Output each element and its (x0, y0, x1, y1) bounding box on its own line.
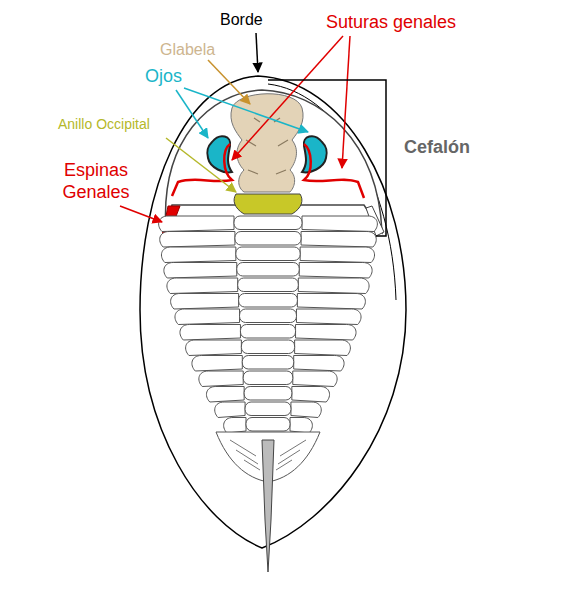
left-eye (207, 136, 232, 172)
pleura-right (296, 325, 357, 341)
axial-ring (243, 371, 293, 385)
axial-ring (245, 402, 291, 416)
pleura-left (167, 278, 238, 294)
axial-ring (234, 216, 302, 230)
pleura-right (295, 340, 351, 356)
pleura-left (206, 387, 244, 403)
part-label: Suturas genales (326, 12, 456, 34)
pleura-left (160, 232, 235, 248)
axial-ring (246, 418, 290, 432)
pleura-right (296, 309, 361, 325)
axial-ring (239, 294, 298, 308)
leader-glabela (208, 60, 250, 104)
axial-ring (241, 340, 294, 354)
axial-ring (238, 278, 299, 292)
pleura-right (291, 402, 321, 418)
leader-suturas-left (232, 36, 343, 160)
axial-ring (235, 232, 301, 246)
leader-borde (256, 33, 258, 72)
pleura-left (159, 216, 234, 232)
pleura-left (175, 309, 240, 325)
pleura-left (171, 294, 239, 310)
occipital-ring (234, 194, 302, 214)
part-label: Ojos (145, 66, 182, 88)
leader-anillo (166, 138, 236, 192)
pleura-left (164, 263, 237, 279)
pleura-left (180, 325, 241, 341)
pleura-left (224, 418, 246, 434)
axial-ring (240, 325, 295, 339)
thorax (159, 216, 378, 433)
leader-suturas-right (342, 36, 350, 168)
pleura-right (297, 294, 365, 310)
part-label: Borde (220, 10, 263, 29)
part-label: Glabela (160, 40, 215, 59)
pleura-right (294, 356, 344, 372)
region-label: Cefalón (404, 137, 470, 159)
cephalon-outline (166, 90, 382, 232)
pleura-right (301, 232, 376, 248)
pleura-left (199, 371, 243, 387)
pleura-left (186, 340, 242, 356)
pleura-right (298, 278, 369, 294)
left-genal-suture (172, 144, 232, 196)
pleura-right (300, 247, 374, 263)
part-label: Espinas Genales (50, 160, 142, 203)
leader-ojos-left (176, 90, 208, 138)
cephalon-bracket (268, 80, 386, 236)
pleura-left (215, 402, 245, 418)
pleura-right (292, 387, 330, 403)
pleura-right (293, 371, 337, 387)
leader-espinas (120, 206, 162, 222)
pleura-right (299, 263, 372, 279)
leader-ojos-right (184, 88, 308, 132)
pleura-right (302, 216, 377, 232)
pleura-left (192, 356, 242, 372)
tail-spine (262, 440, 274, 572)
pleura-left (161, 247, 235, 263)
pleura-right (290, 418, 312, 434)
axial-ring (240, 309, 297, 323)
part-label: Anillo Occipital (58, 116, 150, 133)
axial-ring (237, 263, 299, 277)
glabella-furrows (246, 118, 288, 174)
right-eye (302, 136, 327, 172)
right-genal-suture (304, 144, 364, 198)
axial-ring (244, 387, 292, 401)
axial-ring (236, 247, 300, 261)
axial-ring (242, 356, 293, 370)
